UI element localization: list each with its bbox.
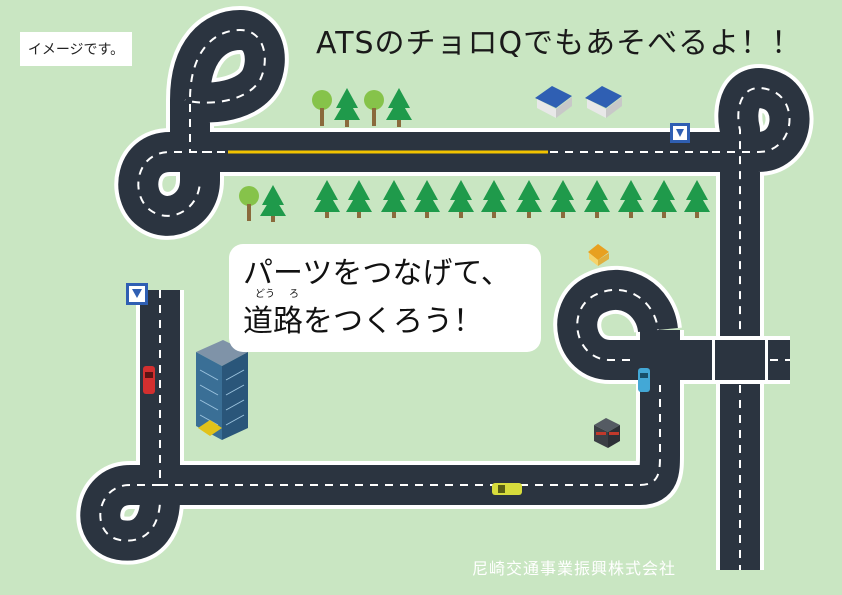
house-icon	[588, 244, 609, 266]
house-icon	[585, 86, 622, 118]
image-notice-text: イメージです。	[27, 42, 125, 58]
lane-markings	[99, 28, 791, 570]
station-sign-icon	[670, 123, 690, 143]
page-title: ATSのチョロQでもあそべるよ！！	[316, 26, 803, 61]
message-ruby-1: どう	[255, 289, 275, 300]
station-sign-icon	[126, 283, 148, 305]
tree-trunks	[325, 212, 699, 218]
car-icon	[492, 483, 522, 495]
message-line1: パーツをつなげて、	[243, 256, 511, 291]
message-ruby-2: ろ	[289, 289, 299, 300]
tree-icon	[334, 88, 360, 127]
car-icon	[638, 368, 650, 392]
house-icon	[535, 86, 572, 118]
building-icon	[196, 340, 248, 440]
car-icon	[143, 366, 155, 394]
message-line2: 道路をつくろう！	[243, 304, 483, 339]
tree-row	[314, 180, 710, 212]
tree-icon	[386, 88, 412, 127]
message-panel: パーツをつなげて、 どう ろ 道路をつくろう！	[229, 244, 541, 352]
shop-icon	[594, 418, 620, 448]
tree-icon	[312, 90, 332, 126]
image-notice-badge: イメージです。	[20, 32, 132, 66]
tree-icon	[364, 90, 384, 126]
crosswalk	[712, 336, 768, 384]
company-name: 尼崎交通事業振興株式会社	[472, 559, 677, 578]
tree-icon	[260, 185, 286, 222]
tree-icon	[239, 186, 259, 221]
